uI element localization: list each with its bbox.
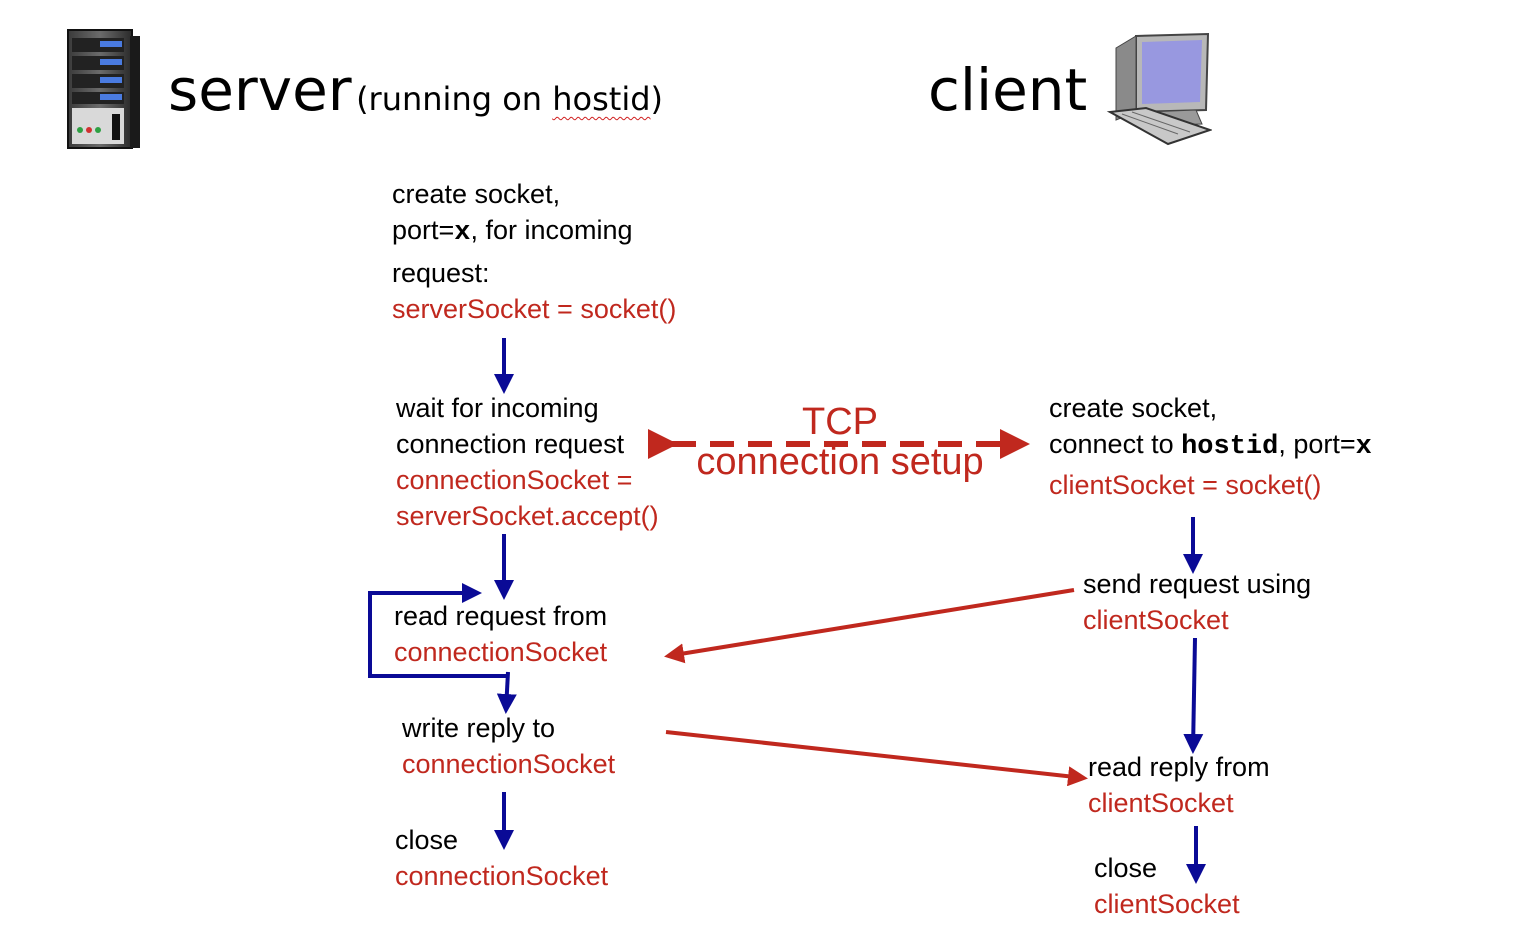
server-read-code: connectionSocket — [394, 637, 608, 667]
client-send-code: clientSocket — [1083, 605, 1229, 635]
server-wait-code2: serverSocket.accept() — [396, 501, 659, 531]
server-read-step: read request from connectionSocket — [394, 598, 607, 670]
server-create-port-post: , for incoming — [470, 215, 633, 245]
client-create-step: create socket, connect to hostid, port=x… — [1049, 390, 1372, 503]
desktop-computer-icon — [1106, 32, 1212, 146]
client-connect-label: connect to — [1049, 429, 1182, 459]
server-wait-step: wait for incoming connection request con… — [396, 390, 659, 534]
server-heading: server (running on hostid) — [168, 56, 663, 124]
tcp-label-line1: TCP — [802, 401, 878, 443]
server-title: server — [168, 56, 352, 124]
server-create-line2: port=x, for incoming — [392, 212, 676, 251]
client-close-line1: close — [1094, 853, 1158, 883]
tcp-label-line2: connection setup — [696, 441, 984, 483]
server-read-line1: read request from — [394, 601, 608, 631]
server-hostid: hostid — [552, 80, 651, 118]
server-subtitle: (running on hostid) — [356, 80, 663, 118]
client-close-code: clientSocket — [1094, 889, 1240, 919]
server-create-port-label: port= — [392, 215, 455, 245]
server-create-step: create socket, port=x, for incoming requ… — [392, 176, 676, 327]
server-write-code: connectionSocket — [402, 749, 616, 779]
server-wait-line1: wait for incoming — [396, 393, 599, 423]
tcp-setup-label: TCP connection setup — [680, 402, 1000, 482]
server-create-code: serverSocket = socket() — [392, 294, 677, 324]
client-read-line1: read reply from — [1088, 752, 1270, 782]
server-tower-icon — [67, 29, 140, 149]
server-write-line1: write reply to — [402, 713, 556, 743]
server-create-port-var: x — [454, 218, 471, 248]
server-create-line1: create socket, — [392, 179, 561, 209]
client-close-step: close clientSocket — [1094, 850, 1240, 922]
client-create-code: clientSocket = socket() — [1049, 470, 1322, 500]
server-subtitle-suffix: ) — [650, 80, 663, 118]
client-connect-port-label: , port= — [1278, 429, 1356, 459]
client-flow-arrow-2 — [1183, 637, 1204, 754]
server-wait-line2: connection request — [396, 429, 625, 459]
server-flow-arrow-3 — [496, 671, 517, 714]
server-subtitle-prefix: (running on — [356, 80, 553, 118]
server-wait-code1: connectionSocket = — [396, 465, 633, 495]
client-read-step: read reply from clientSocket — [1088, 749, 1270, 821]
server-close-step: close connectionSocket — [395, 822, 608, 894]
server-close-line1: close — [395, 825, 459, 855]
client-send-step: send request using clientSocket — [1083, 566, 1311, 638]
server-loop-arrow — [368, 583, 508, 678]
request-message-arrow — [664, 588, 1075, 664]
server-write-step: write reply to connectionSocket — [402, 710, 615, 782]
reply-message-arrow — [665, 730, 1088, 787]
server-close-code: connectionSocket — [395, 861, 609, 891]
server-create-line3: request: — [392, 258, 490, 288]
client-read-code: clientSocket — [1088, 788, 1234, 818]
client-create-line2: connect to hostid, port=x — [1049, 426, 1372, 465]
client-connect-host: hostid — [1181, 432, 1279, 462]
client-send-line1: send request using — [1083, 569, 1312, 599]
client-connect-port-var: x — [1355, 432, 1372, 462]
client-title: client — [928, 56, 1088, 124]
client-create-line1: create socket, — [1049, 393, 1218, 423]
